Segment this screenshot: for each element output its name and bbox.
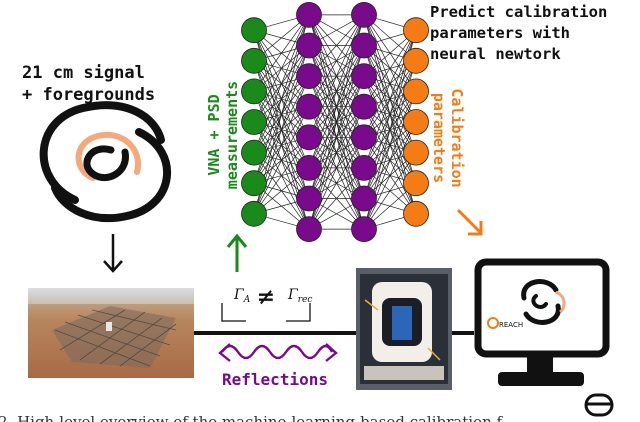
hidden-node [296,32,322,59]
down-arrow-icon [103,234,123,273]
input-node [241,78,267,105]
network-edge [363,30,417,138]
network-edge [253,14,310,123]
reflections-label: Reflections [222,370,328,389]
network-edge [308,106,365,230]
hidden-node [296,216,322,243]
not-equal-symbol: ≠ [257,284,275,310]
hidden-node [296,124,322,151]
hidden-node [351,154,377,181]
hidden-node [351,63,377,89]
gamma-antenna-label: ΓA [233,287,251,305]
up-arrow-icon [226,233,248,272]
orange-arrow-icon [456,208,483,236]
reach-logo-text: REACH [499,321,523,329]
input-node [241,17,267,44]
signal-swirl-icon [39,101,172,223]
output-node [403,139,429,166]
output-node [403,109,429,135]
output-label-line2: parameters [430,93,448,183]
network-edge [308,167,365,230]
output-node [403,200,429,227]
hidden-node [351,124,377,151]
hidden-node [296,63,322,89]
hidden-node [351,1,377,28]
antenna-photo [28,288,194,378]
output-label-line1: Calibration [448,88,466,187]
computer-monitor-icon: REACH [474,258,610,386]
hidden-node [351,216,377,243]
predict-label-line3: neural newtork [430,45,561,63]
receiver-photo [356,268,452,390]
gamma-brackets [221,303,311,322]
network-edge [363,121,417,230]
figure-caption: 2. High-level overview of the machine-le… [0,413,504,422]
hidden-node [296,1,322,28]
hidden-node [296,154,322,181]
hidden-node [351,93,377,120]
hidden-node [296,93,322,120]
input-node [241,109,267,135]
hidden-node [351,185,377,212]
network-edge [253,106,310,214]
input-node [241,139,267,166]
hidden-node [351,32,377,59]
hidden-node [296,185,322,212]
predict-label-line1: Predict calibration [430,3,607,21]
network-edge [253,137,310,215]
network-edge [363,152,417,230]
input-node [241,200,267,227]
network-edge [308,14,365,77]
output-node [403,47,429,74]
network-edge [308,14,365,107]
signal-label-line1: 21 cm signal [22,63,145,83]
network-edge [308,137,365,230]
network-edge [253,14,310,92]
output-node [403,170,429,197]
predict-label-line2: parameters with [430,24,570,42]
output-node [403,78,429,105]
output-node [403,17,429,44]
network-edges [253,14,417,230]
network-edge [363,30,417,107]
input-node [241,47,267,74]
gamma-receiver-label: Γrec [287,287,312,305]
input-label-line1: VNA + PSD [205,94,223,175]
mouse-icon [584,393,614,417]
network-edge [308,14,365,138]
signal-label-line2: + foregrounds [22,85,155,105]
input-label-line2: measurements [223,81,241,189]
input-node [241,170,267,197]
reflection-wave-icon [218,343,338,362]
neural-network [241,1,429,243]
